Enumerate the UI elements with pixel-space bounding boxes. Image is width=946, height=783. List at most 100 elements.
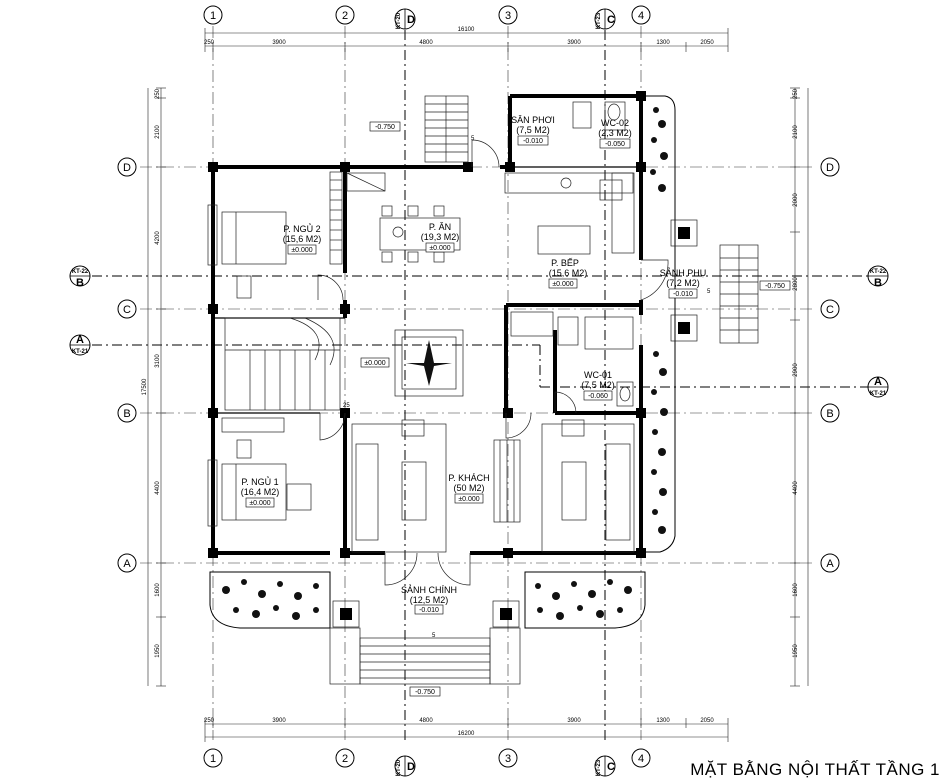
- room-label-san-phoi: SÂN PHƠI (7,5 M2) -0.010: [511, 115, 555, 146]
- level-exterior-top: -0.750: [369, 121, 401, 132]
- axis-label-D-left: D: [123, 162, 131, 174]
- axis-label-3-top: 3: [505, 10, 511, 22]
- svg-text:(16,4 M2): (16,4 M2): [241, 487, 280, 497]
- svg-text:P. NGỦ 1: P. NGỦ 1: [241, 476, 278, 487]
- grid-axes: [140, 26, 812, 740]
- axis-label-B-right: B: [826, 408, 833, 420]
- svg-text:1950: 1950: [155, 644, 161, 658]
- porch-pillars: [332, 219, 698, 628]
- room-label-sanh-chinh: SẢNH CHÍNH (12,5 M2) -0.010: [401, 584, 457, 615]
- dimension-left: 250 2100 4200 3100 17500 4400 1600 1950: [142, 87, 166, 687]
- section-marker-d-bottom: KT-20 D: [394, 755, 416, 777]
- columns: [208, 91, 646, 558]
- living-coffee-table: [493, 439, 521, 523]
- svg-text:WC-02: WC-02: [601, 118, 629, 128]
- room-label-wc01: WC-01 (7,5 M2) -0.060: [581, 370, 615, 401]
- svg-text:1300: 1300: [656, 40, 670, 46]
- wc01-fixtures: [510, 311, 634, 407]
- svg-text:KT-21: KT-21: [72, 349, 89, 355]
- svg-text:±0.000: ±0.000: [458, 496, 479, 503]
- svg-text:SẢNH PHỤ: SẢNH PHỤ: [660, 267, 707, 278]
- svg-text:(7,5 M2): (7,5 M2): [516, 125, 550, 135]
- svg-text:2050: 2050: [700, 40, 714, 46]
- svg-text:250: 250: [155, 88, 161, 99]
- svg-text:16100: 16100: [458, 27, 475, 33]
- axis-label-1-bottom: 1: [210, 753, 216, 765]
- bed-1: [207, 417, 312, 527]
- section-marker-d-top: KT-20 D: [394, 8, 416, 30]
- dimension-top: 16100 250 3900 4800 3900 1300 2050: [204, 27, 729, 52]
- room-label-p-bep: P. BẾP (15,6 M2) ±0.000: [548, 258, 588, 289]
- front-stair: [329, 627, 521, 685]
- svg-text:2900: 2900: [793, 363, 799, 377]
- svg-text:D: D: [407, 761, 415, 773]
- axis-label-1-top: 1: [210, 10, 216, 22]
- room-label-sanh-phu: SẢNH PHỤ (7,2 M2) -0.010: [660, 267, 707, 299]
- stair-top-mark: 5: [471, 136, 475, 142]
- svg-text:(19,3 M2): (19,3 M2): [421, 232, 460, 242]
- svg-text:3100: 3100: [155, 354, 161, 368]
- room-label-p-khach: P. KHÁCH (50 M2) ±0.000: [448, 473, 490, 504]
- dining-table: [379, 205, 461, 263]
- svg-text:±0.000: ±0.000: [364, 360, 385, 367]
- living-sofa-right: [541, 419, 635, 553]
- svg-text:250: 250: [204, 40, 215, 46]
- svg-text:(15,6 M2): (15,6 M2): [549, 268, 588, 278]
- svg-text:(7,5 M2): (7,5 M2): [581, 380, 615, 390]
- section-marker-c-top: KT-23 C: [594, 8, 616, 30]
- svg-text:A: A: [76, 334, 84, 346]
- exterior-walls: [211, 94, 643, 555]
- axis-label-2-top: 2: [342, 10, 348, 22]
- svg-text:B: B: [874, 277, 882, 289]
- svg-text:2800: 2800: [793, 277, 799, 291]
- section-marker-b-left: KT-22 B: [69, 265, 91, 289]
- room-label-p-ngu1: P. NGỦ 1 (16,4 M2) ±0.000: [241, 476, 280, 508]
- section-marker-a-right: A KT-21: [867, 376, 889, 398]
- svg-text:SÂN PHƠI: SÂN PHƠI: [511, 115, 555, 125]
- wc02-fixtures: [572, 101, 626, 131]
- svg-text:A: A: [874, 376, 882, 388]
- svg-text:(50 M2): (50 M2): [453, 483, 484, 493]
- section-marker-a-left: A KT-21: [69, 334, 91, 356]
- axis-bubbles-left: D C B A: [117, 157, 137, 573]
- dimension-bottom: 250 3900 4800 3900 1300 2050 16200: [204, 718, 729, 742]
- axis-label-4-bottom: 4: [638, 753, 644, 765]
- svg-text:SẢNH CHÍNH: SẢNH CHÍNH: [401, 584, 457, 595]
- svg-text:KT-20: KT-20: [396, 12, 402, 29]
- svg-text:P. KHÁCH: P. KHÁCH: [448, 473, 489, 483]
- section-cut-lines: [92, 30, 868, 740]
- planter-bottom-right: [524, 571, 646, 629]
- svg-text:3900: 3900: [567, 40, 581, 46]
- svg-text:4400: 4400: [155, 481, 161, 495]
- axis-label-D-right: D: [826, 162, 834, 174]
- svg-text:P. ĂN: P. ĂN: [429, 222, 451, 232]
- svg-text:KT-22: KT-22: [870, 269, 887, 275]
- svg-text:-0.060: -0.060: [588, 393, 608, 400]
- svg-text:-0.010: -0.010: [523, 138, 543, 145]
- section-marker-b-right: KT-22 B: [867, 265, 889, 289]
- svg-text:D: D: [407, 14, 415, 26]
- level-exterior-bottom: -0.750: [409, 686, 441, 697]
- svg-text:4200: 4200: [155, 231, 161, 245]
- axis-label-3-bottom: 3: [505, 753, 511, 765]
- living-sofa-left: [351, 419, 447, 553]
- room-label-wc02: WC-02 (2,3 M2) -0.050: [598, 118, 632, 149]
- section-marker-c-bottom: KT-23 C: [594, 755, 616, 777]
- room-label-hall: ±0.000: [360, 357, 390, 368]
- svg-text:1600: 1600: [793, 583, 799, 597]
- svg-text:±0.000: ±0.000: [429, 245, 450, 252]
- planter-bottom-left: [209, 571, 331, 629]
- svg-text:KT-22: KT-22: [72, 269, 89, 275]
- hall-25-mark: 25: [343, 403, 350, 409]
- svg-text:16200: 16200: [458, 731, 475, 737]
- svg-text:3900: 3900: [272, 40, 286, 46]
- svg-text:250: 250: [793, 88, 799, 99]
- svg-text:±0.000: ±0.000: [291, 247, 312, 254]
- axis-label-C-left: C: [123, 304, 131, 316]
- stair-side-mark: 5: [707, 289, 711, 295]
- room-label-p-ngu2: P. NGỦ 2 (15,6 M2) ±0.000: [283, 223, 321, 255]
- svg-text:-0.750: -0.750: [415, 689, 435, 696]
- svg-text:(12,5 M2): (12,5 M2): [410, 595, 449, 605]
- svg-text:(7,2 M2): (7,2 M2): [666, 278, 700, 288]
- svg-text:4400: 4400: [793, 481, 799, 495]
